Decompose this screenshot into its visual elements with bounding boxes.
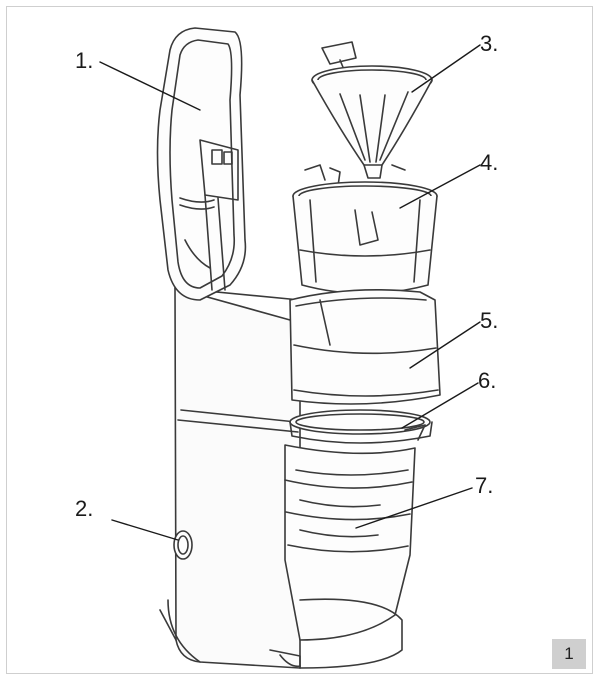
jug-lid-part-6	[289, 409, 433, 444]
drip-plate	[269, 598, 403, 669]
power-switch-part-2	[173, 530, 193, 560]
leader-line-6	[401, 382, 479, 429]
leader-line-5	[409, 321, 481, 369]
callout-3: 3.	[480, 31, 499, 56]
leader-line-2	[111, 519, 179, 541]
machine-body	[159, 287, 301, 669]
leader-line-3	[411, 44, 481, 93]
jug-housing-part-5	[289, 288, 441, 405]
leader-lines	[99, 44, 481, 541]
callout-5: 5.	[480, 308, 499, 333]
callout-2: 2.	[75, 496, 94, 521]
thermal-jug-part-7	[284, 444, 416, 641]
lid-part-1	[156, 27, 247, 301]
callout-6: 6.	[478, 368, 497, 393]
figure-number-badge: 1	[552, 639, 586, 669]
leader-line-7	[355, 487, 473, 529]
leader-line-1	[99, 61, 201, 111]
water-tank-part-4	[292, 164, 438, 295]
callout-4: 4.	[480, 150, 499, 175]
callout-1: 1.	[75, 48, 94, 73]
leader-line-4	[399, 164, 481, 209]
filter-holder-part-3	[311, 41, 433, 179]
callout-7: 7.	[475, 473, 494, 498]
